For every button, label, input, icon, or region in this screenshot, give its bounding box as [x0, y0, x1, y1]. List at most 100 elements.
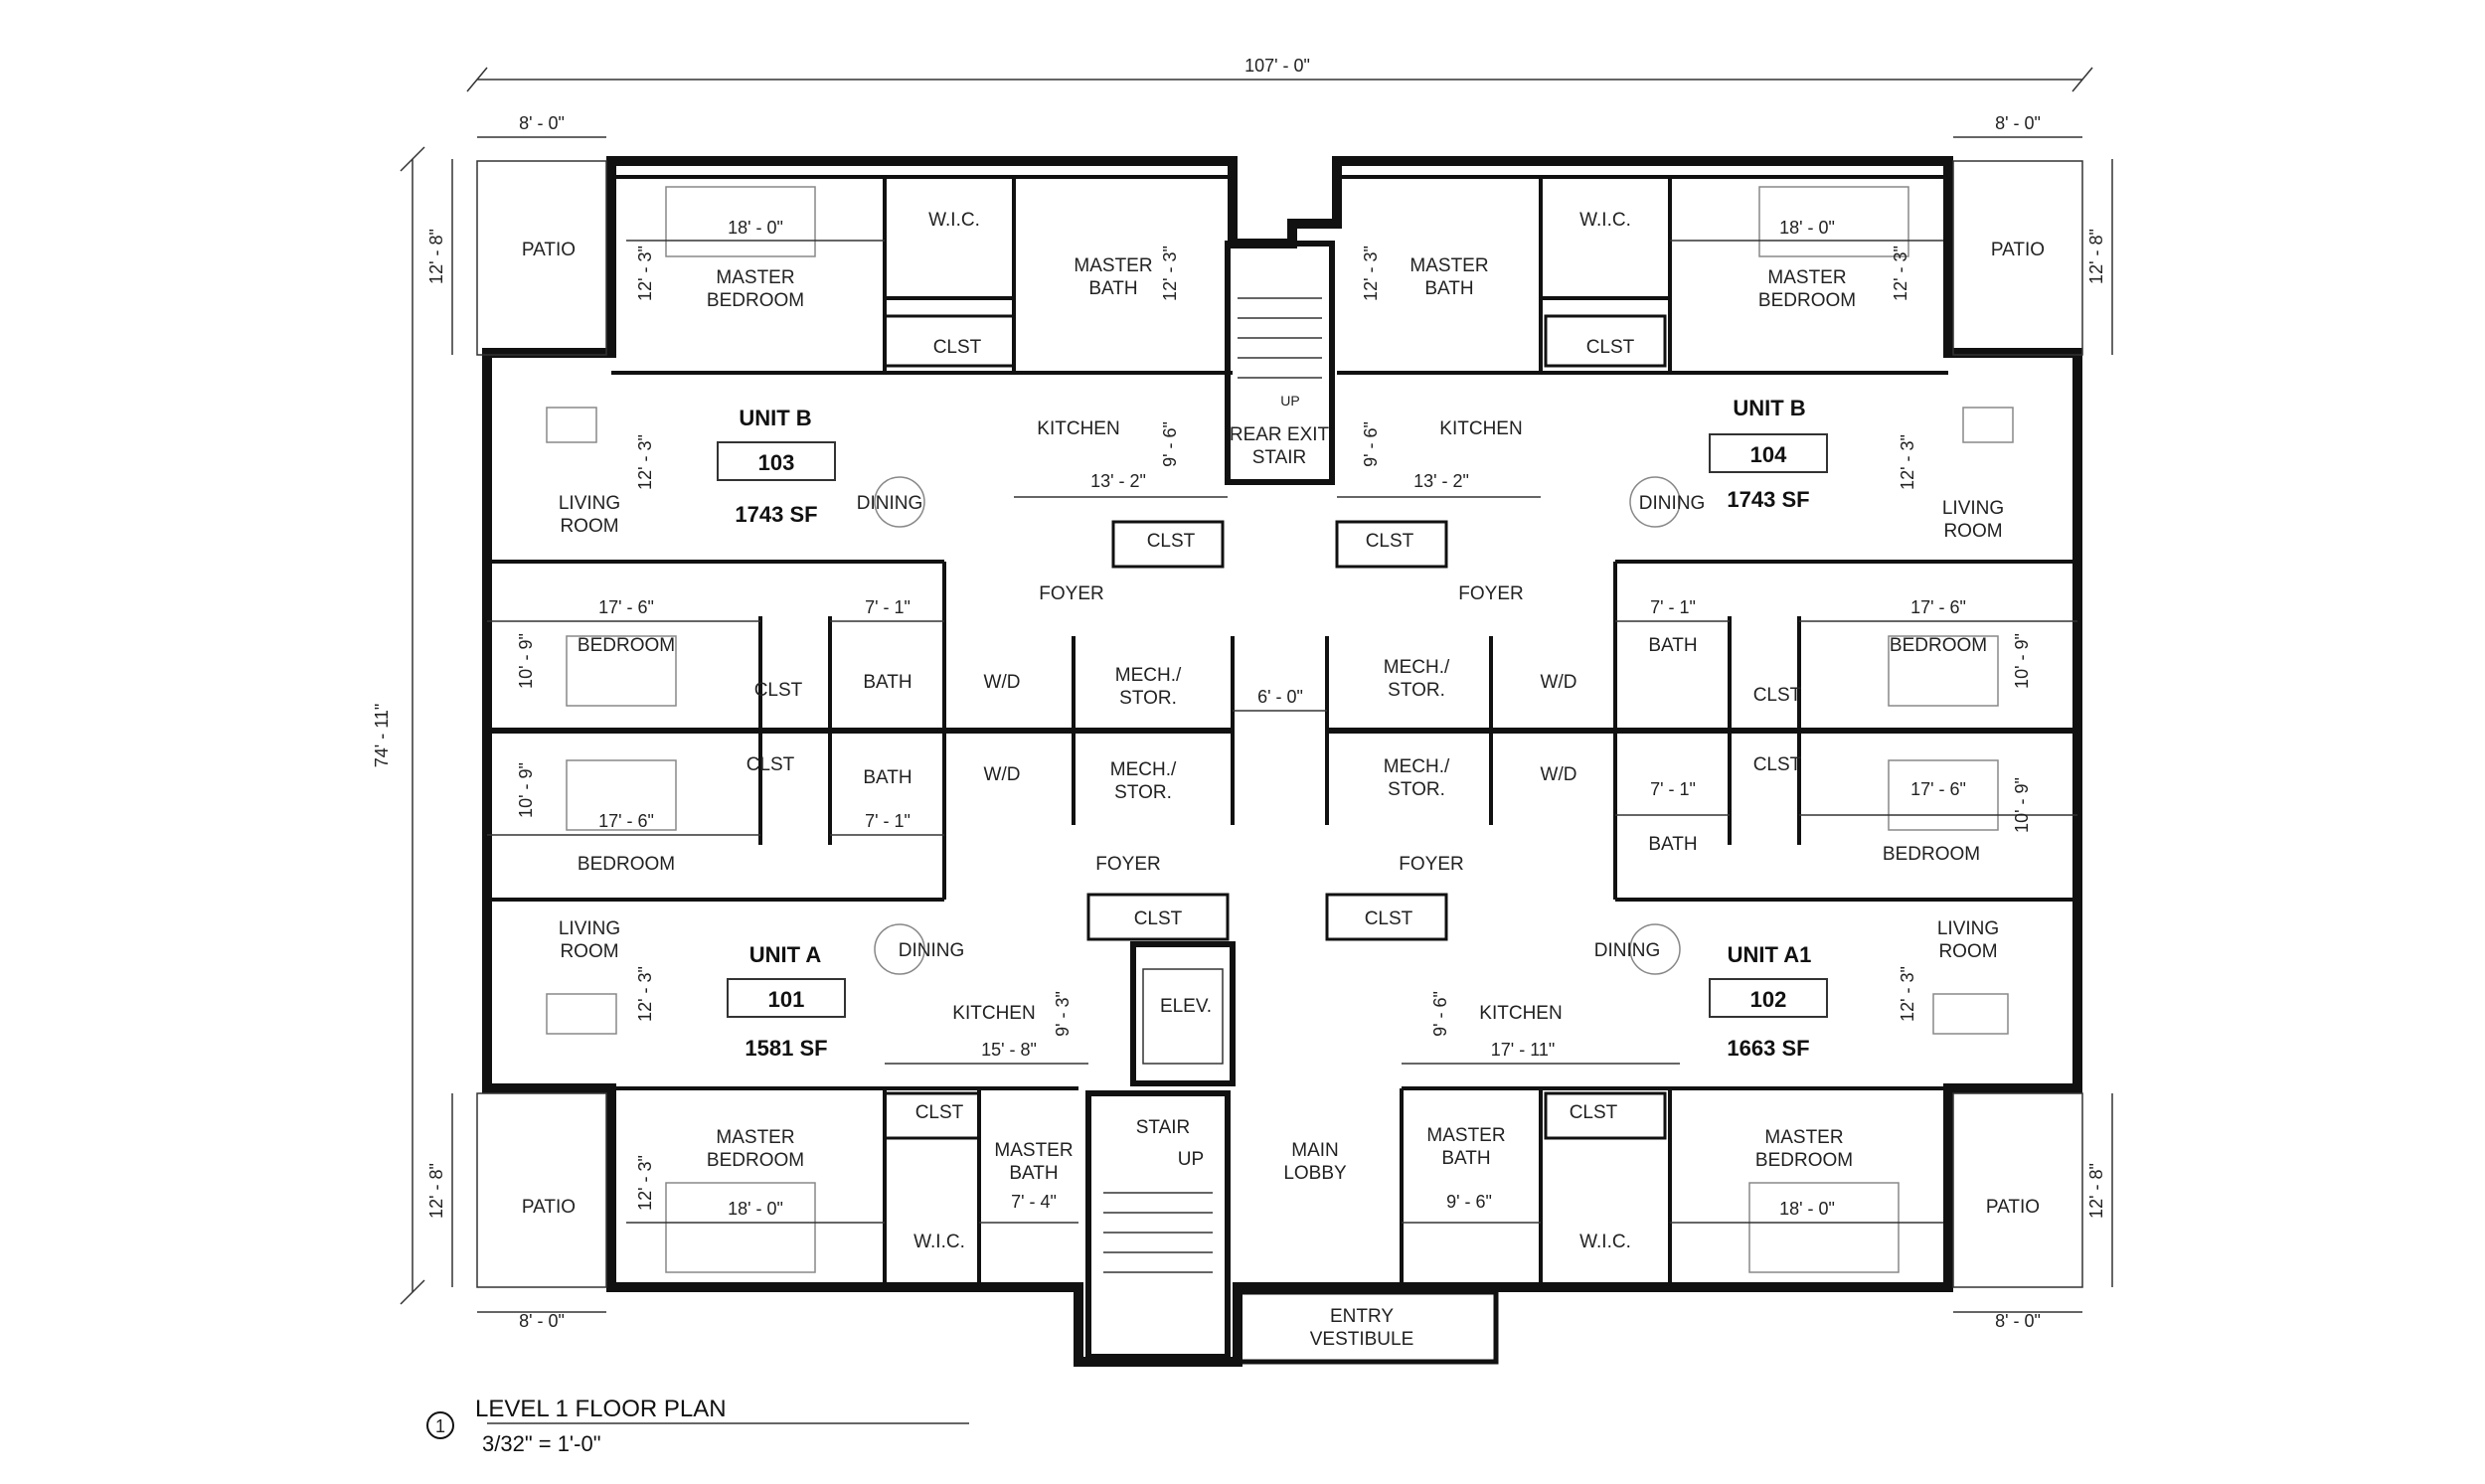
furniture: [546, 186, 2014, 1273]
unit-name-104: UNIT B: [1733, 396, 1805, 420]
bedroom-label-104-master: BEDROOM: [1758, 290, 1856, 311]
unit-number-box-104: [1709, 433, 1828, 473]
bath-label-104-master: BATH: [1424, 278, 1473, 299]
clst-label-104-core: CLST: [1366, 531, 1414, 552]
patio-depth-dim-tr: 12' - 8": [2086, 229, 2106, 284]
interior-walls: [487, 175, 2077, 1282]
wd-label-102: W/D: [1541, 764, 1577, 785]
patio-width-dim-br: 8' - 0": [1995, 1311, 2041, 1331]
patio-depth-dim-tl: 12' - 8": [426, 229, 446, 284]
wd-label-103: W/D: [984, 672, 1021, 693]
bedroom-label-102: BEDROOM: [1883, 844, 1980, 865]
dim-102-bed-depth: 10' - 9": [2012, 777, 2032, 833]
wic-label-102: W.I.C.: [1579, 1232, 1631, 1252]
dim-103-bath-width: 7' - 1": [865, 597, 911, 617]
dim-102-master-width: 18' - 0": [1779, 1199, 1835, 1219]
building-outline: [476, 156, 2083, 1367]
dim-102-kitchen-depth: 9' - 6": [1430, 991, 1450, 1037]
stor-label-103: STOR.: [1119, 688, 1177, 709]
unit-name-101: UNIT A: [749, 942, 822, 967]
dim-103-bath-depth: 12' - 3": [1160, 246, 1180, 301]
wic-label-104: W.I.C.: [1579, 210, 1631, 231]
living-label-103: LIVING: [559, 493, 620, 514]
clst-label-101-core: CLST: [1134, 908, 1183, 929]
unit-number-102: 102: [1750, 987, 1787, 1012]
dim-104-master-depth: 12' - 3": [1891, 246, 1910, 301]
bedroom-label-101: BEDROOM: [578, 854, 675, 875]
dim-101-kitchen-width: 15' - 8": [981, 1040, 1037, 1060]
dining-label-102: DINING: [1594, 940, 1661, 961]
bath-label-102-master: BATH: [1441, 1148, 1490, 1169]
main-label: MAIN: [1291, 1140, 1339, 1161]
dim-101-master-depth: 12' - 3": [635, 1155, 655, 1211]
dim-103-master-depth: 12' - 3": [635, 246, 655, 301]
dim-103-bed-width: 17' - 6": [598, 597, 654, 617]
clst-label-104-bed: CLST: [1753, 685, 1802, 706]
clst-label-104-top: CLST: [1586, 337, 1635, 358]
dim-101-bath-width: 7' - 1": [865, 811, 911, 831]
unit-number-104: 104: [1750, 442, 1787, 467]
clst-label-102-kit: CLST: [1570, 1102, 1618, 1123]
stair-treads: [1103, 297, 1322, 1273]
bedroom-label-101-master: BEDROOM: [707, 1150, 804, 1171]
kitchen-label-101: KITCHEN: [952, 1003, 1035, 1024]
dim-103-kitchen-width: 13' - 2": [1090, 471, 1146, 491]
stor-label-104: STOR.: [1388, 680, 1445, 701]
bedroom-label-104: BEDROOM: [1890, 635, 1987, 656]
dim-101-bed-width: 17' - 6": [598, 811, 654, 831]
dim-104-master-width: 18' - 0": [1779, 218, 1835, 238]
clst-label-103-bed: CLST: [754, 680, 803, 701]
rear-exit-label: REAR EXIT: [1230, 424, 1330, 445]
dim-104-bed-width: 17' - 6": [1910, 597, 1966, 617]
clst-label-103-top: CLST: [933, 337, 982, 358]
bath-label-104: BATH: [1648, 635, 1697, 656]
stair-label-bottom: STAIR: [1136, 1117, 1191, 1138]
wd-label-101: W/D: [984, 764, 1021, 785]
patio-width-dim-tr: 8' - 0": [1995, 113, 2041, 133]
living-label-101: LIVING: [559, 918, 620, 939]
rear-stair-label: STAIR: [1252, 447, 1307, 468]
dim-101-kitchen-depth: 9' - 3": [1053, 991, 1073, 1037]
dim-101-bed-depth: 10' - 9": [516, 762, 536, 818]
dim-104-bath-width: 7' - 1": [1650, 597, 1696, 617]
unit-number-box-102: [1709, 978, 1828, 1018]
dim-core-width: 6' - 0": [1257, 687, 1303, 707]
plan-scale: 3/32" = 1'-0": [482, 1431, 601, 1456]
unit-area-102: 1663 SF: [1727, 1036, 1809, 1061]
dim-102-bed-width: 17' - 6": [1910, 779, 1966, 799]
clst-label-102-bed: CLST: [1753, 754, 1802, 775]
dining-label-101: DINING: [899, 940, 965, 961]
kitchen-label-104: KITCHEN: [1439, 418, 1522, 439]
interior-dimension-lines: [487, 240, 2077, 1224]
master-label-102: MASTER: [1764, 1127, 1843, 1148]
foyer-label-101: FOYER: [1095, 854, 1160, 875]
dim-104-bath-depth: 12' - 3": [1361, 246, 1381, 301]
foyer-label-104: FOYER: [1458, 583, 1523, 604]
room-label-104: ROOM: [1943, 521, 2002, 542]
unit-number-box-103: [717, 441, 836, 481]
mech-label-104: MECH./: [1384, 657, 1450, 678]
patio-label-br: PATIO: [1986, 1197, 2040, 1218]
bath-label-101-master: BATH: [1009, 1163, 1058, 1184]
entry-label: ENTRY: [1330, 1306, 1394, 1327]
dim-104-bed-depth: 10' - 9": [2012, 633, 2032, 689]
elev-label: ELEV.: [1160, 996, 1212, 1017]
bath-label-101: BATH: [863, 767, 911, 788]
clst-label-101-bed: CLST: [746, 754, 795, 775]
bath-label-102: BATH: [1648, 834, 1697, 855]
dim-103-bed-depth: 10' - 9": [516, 633, 536, 689]
stor-label-102: STOR.: [1388, 779, 1445, 800]
mech-label-102: MECH./: [1384, 756, 1450, 777]
patio-depth-dim-bl: 12' - 8": [426, 1163, 446, 1219]
unit-area-101: 1581 SF: [745, 1036, 827, 1061]
living-label-102: LIVING: [1937, 918, 1999, 939]
unit-name-102: UNIT A1: [1728, 942, 1812, 967]
vestibule-label: VESTIBULE: [1310, 1329, 1414, 1350]
dimension-lines: [400, 67, 2113, 1424]
dim-101-living-depth: 12' - 3": [635, 966, 655, 1022]
stor-label-101: STOR.: [1114, 782, 1172, 803]
bedroom-label-103: BEDROOM: [578, 635, 675, 656]
clst-label-103-core: CLST: [1147, 531, 1196, 552]
bath-label-103-master: BATH: [1088, 278, 1137, 299]
